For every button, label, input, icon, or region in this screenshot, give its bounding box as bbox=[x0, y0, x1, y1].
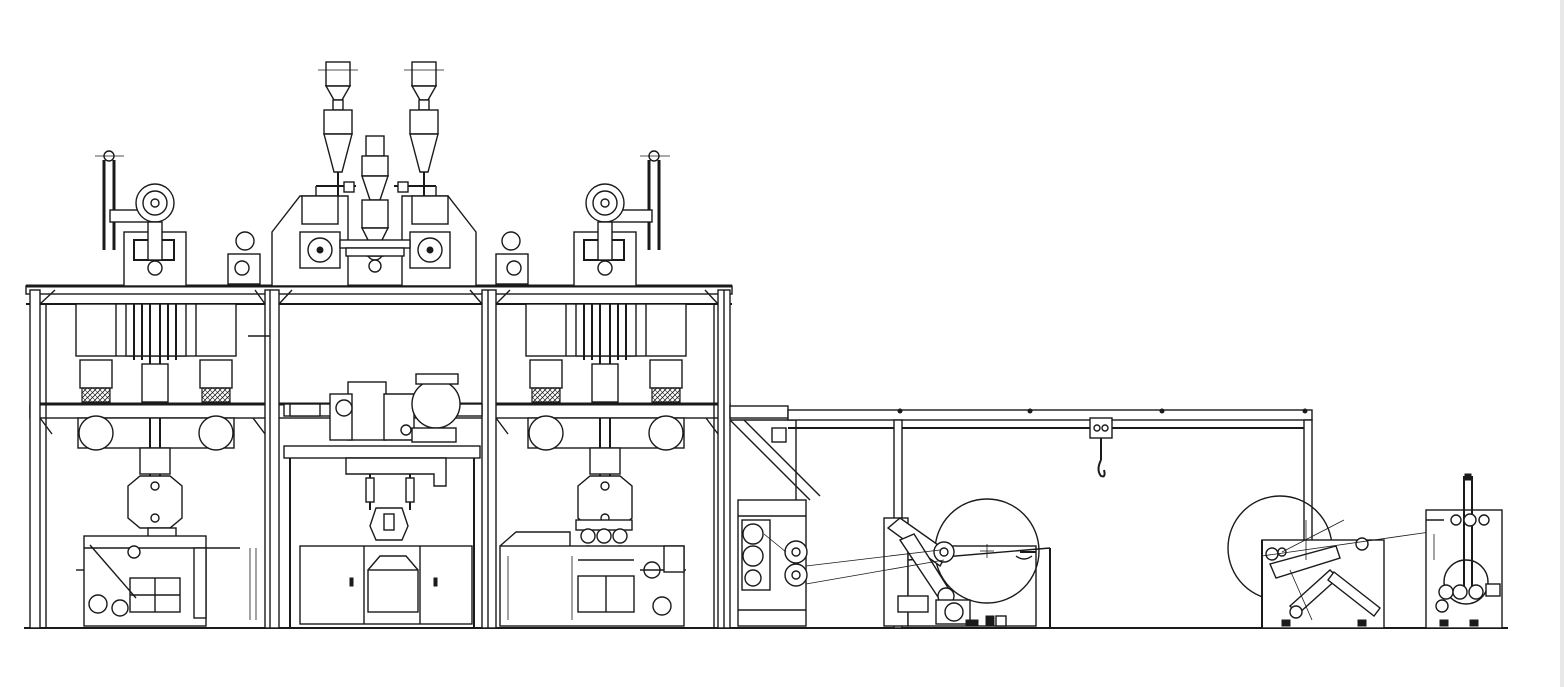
unwinder bbox=[1227, 495, 1431, 629]
winder bbox=[805, 498, 1051, 628]
meltblown-unit-center bbox=[227, 61, 529, 628]
page-edge bbox=[1560, 0, 1564, 687]
spunbond-unit-left bbox=[75, 150, 270, 627]
slitter bbox=[1425, 473, 1503, 629]
spunbond-unit-right bbox=[499, 150, 687, 627]
main-frame bbox=[25, 284, 733, 629]
calender bbox=[729, 405, 821, 627]
